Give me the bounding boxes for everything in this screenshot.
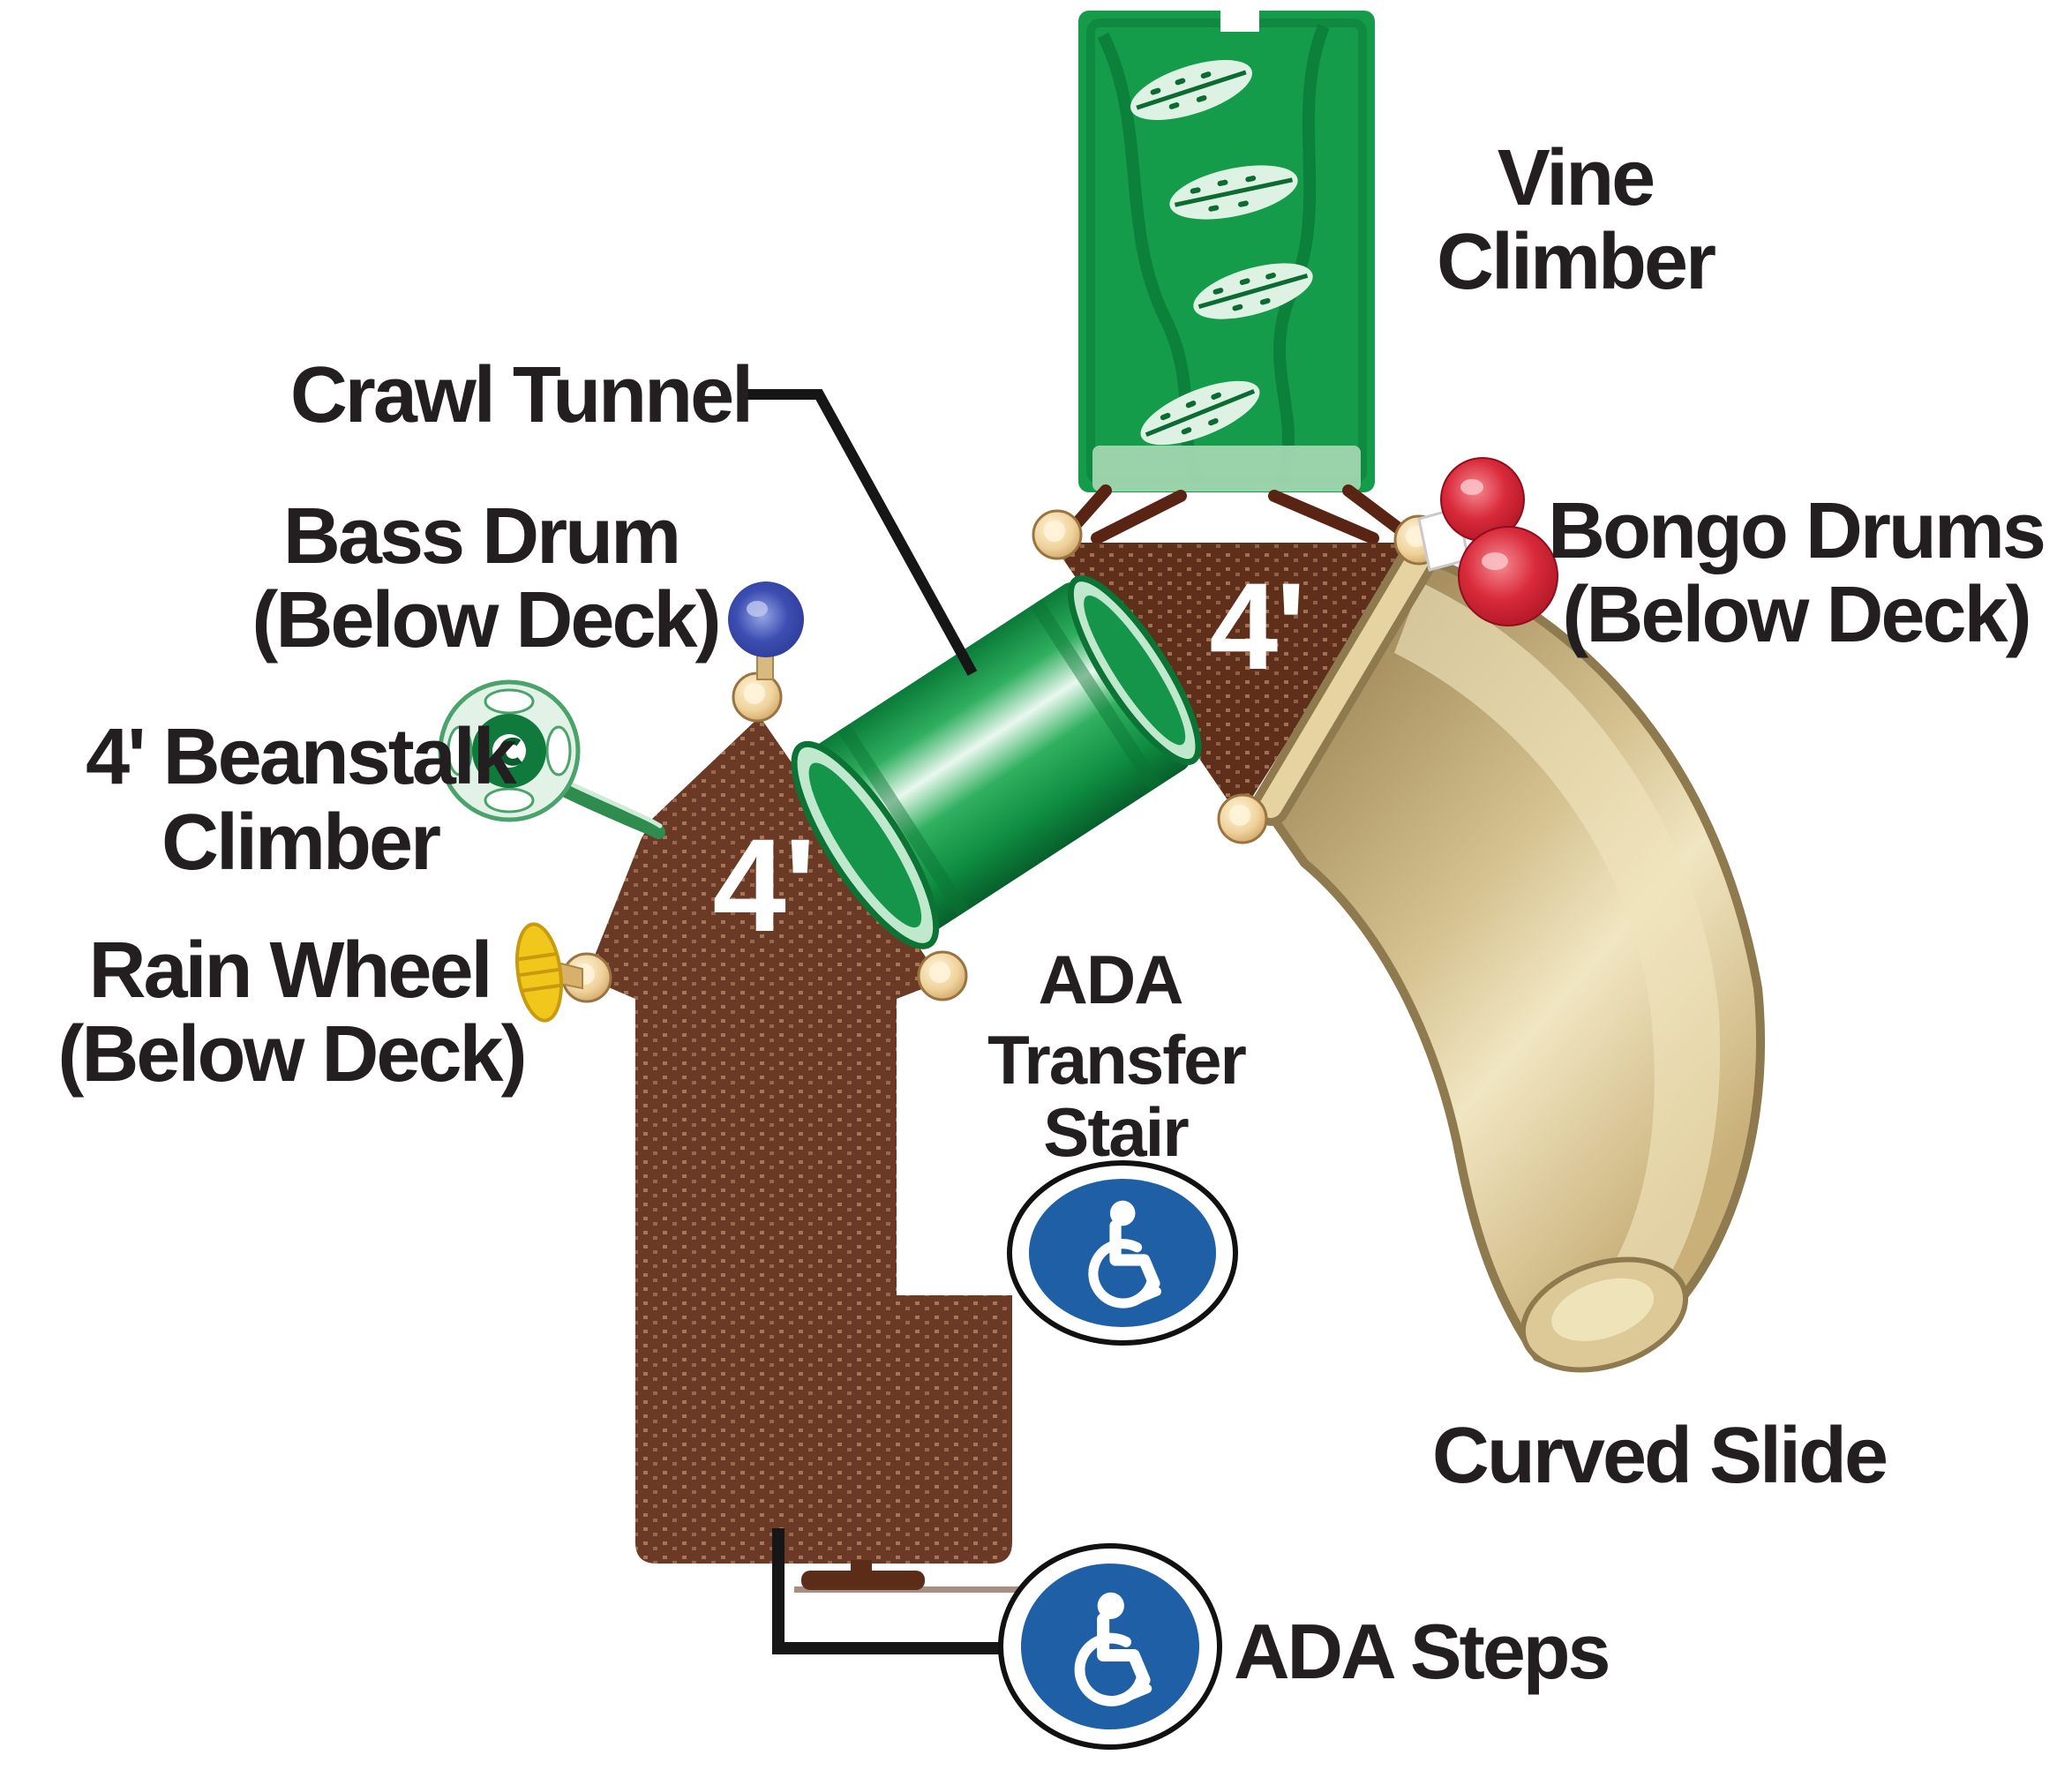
deck-height-right: 4' — [1209, 557, 1303, 695]
vine-panel-notch — [1220, 11, 1259, 32]
label-curved-slide: Curved Slide — [1432, 1412, 1886, 1500]
label-crawl-tunnel: Crawl Tunnel — [290, 351, 751, 439]
bongo-drums-marker — [1417, 457, 1558, 626]
ada-step-tab — [801, 1571, 925, 1590]
beanstalk-stalk — [538, 773, 665, 839]
label-ada-transfer-3: Stair — [1043, 1093, 1189, 1171]
label-beanstalk-1: 4' Beanstalk — [86, 713, 518, 801]
ada-transfer-stair-icon — [1007, 1160, 1238, 1346]
post-cap — [1217, 793, 1268, 844]
vine-panel-struts — [1059, 484, 1415, 544]
wheelchair-icon-disc — [1029, 1179, 1216, 1327]
label-ada-steps: ADA Steps — [1234, 1608, 1609, 1695]
label-bongo-drums-2: (Below Deck) — [1562, 571, 2029, 659]
curved-slide — [1259, 550, 1766, 1373]
crawl-tunnel — [791, 575, 1202, 949]
bongo-highlight — [1460, 479, 1483, 495]
beanstalk-wheel-mark — [499, 737, 522, 766]
slide-end-cap — [1520, 1256, 1689, 1373]
bass-drum-ball — [728, 581, 804, 657]
label-ada-transfer-1: ADA — [1039, 941, 1183, 1018]
post-cap — [917, 950, 968, 1001]
bongo-highlight — [1482, 552, 1508, 570]
tunnel-opening-left — [808, 762, 922, 928]
vine-climber-panel — [1059, 11, 1415, 544]
callout-labels: Vine Climber Crawl Tunnel Bass Drum (Bel… — [57, 134, 2046, 1695]
ada-step-lip — [794, 1586, 1019, 1593]
ada-steps-icon — [998, 1543, 1222, 1750]
slide-bed-highlight — [1394, 582, 1721, 1328]
rain-wheel-marker — [515, 922, 583, 1023]
beanstalk-climber — [438, 679, 665, 839]
tunnel-collar — [1030, 598, 1162, 792]
slide-entrance-rim — [1251, 538, 1438, 826]
beanstalk-wheel-cutouts — [447, 688, 572, 814]
post-cap — [1032, 509, 1083, 560]
label-vine-climber-2: Climber — [1437, 218, 1715, 306]
post-cap — [732, 671, 783, 723]
bongo-drum-large — [1458, 526, 1558, 626]
label-rain-wheel-2: (Below Deck) — [57, 1010, 524, 1099]
tunnel-collar — [837, 724, 970, 917]
label-beanstalk-2: Climber — [161, 799, 440, 887]
bass-drum-marker — [728, 581, 804, 680]
beanstalk-stalk-twist — [546, 770, 663, 829]
label-bass-drum-2: (Below Deck) — [251, 576, 718, 664]
deck-height-left: 4' — [712, 811, 814, 959]
label-bongo-drums-1: Bongo Drums — [1548, 487, 2044, 575]
vine-panel-foot — [1092, 446, 1361, 491]
vine-panel-base — [1078, 11, 1375, 492]
label-vine-climber-1: Vine — [1498, 134, 1653, 222]
right-deck-perforation — [1052, 543, 1412, 809]
right-deck-triangle — [1052, 543, 1412, 809]
label-ada-transfer-2: Transfer — [987, 1021, 1246, 1099]
vine-leaves — [1130, 60, 1313, 446]
label-rain-wheel-1: Rain Wheel — [88, 926, 490, 1015]
wheelchair-icon-disc — [1021, 1564, 1199, 1729]
tunnel-opening-right — [1084, 595, 1186, 746]
bass-drum-highlight — [747, 601, 768, 617]
bass-drum-post — [756, 654, 774, 680]
ada-step-connector — [851, 1560, 872, 1574]
label-bass-drum-1: Bass Drum — [283, 492, 679, 581]
crawl-tunnel-leader-line — [740, 389, 978, 676]
ada-steps-leader-line — [772, 1528, 1001, 1654]
